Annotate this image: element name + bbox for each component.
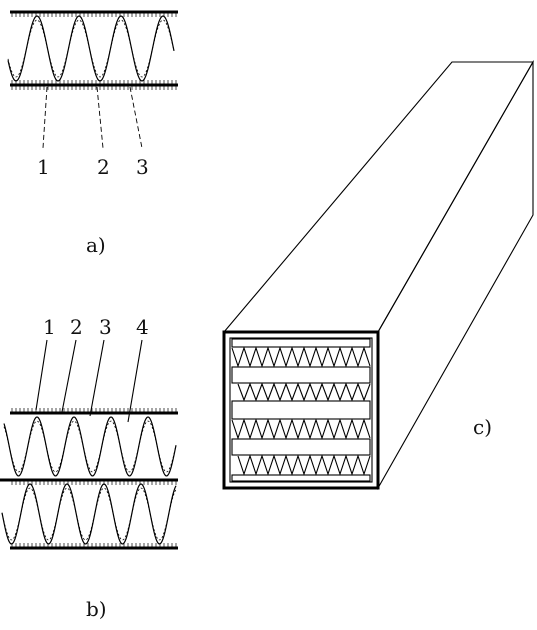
panel-c-layer-stack [231,338,371,482]
callout-leader-b-1 [35,339,48,411]
callout-leader-b-4 [127,339,143,423]
callout-a-2: 2 [97,155,110,179]
callout-leader-a-3 [129,86,143,149]
panel-c-side-face [377,59,534,491]
panel-b-caption: b) [86,597,107,621]
callout-leader-a-2 [96,86,104,149]
callout-leader-a-1 [42,86,48,149]
callout-b-3: 3 [99,315,112,339]
flute-zigzag [237,454,371,476]
flute-zigzag [231,346,371,368]
panel-a-single-wall-cross-section: 1 2 3 a) [7,10,178,257]
panel-c-caption: c) [473,415,492,439]
callout-leader-b-3 [89,339,105,417]
panel-b-upper-corrugated-medium-inner [3,420,177,473]
panel-a-corrugated-medium [7,15,175,82]
panel-b-upper-corrugated-medium [3,416,177,477]
callout-b-4: 4 [136,315,149,339]
panel-a-caption: a) [86,233,106,257]
panel-b-lower-corrugated-medium [1,483,177,545]
callout-b-1: 1 [43,315,56,339]
liner-board [231,474,371,482]
liner-board [231,400,371,420]
panel-c-board-stack-perspective: c) [222,59,534,491]
liner-board [231,338,371,348]
panel-c-front-face-outline [222,330,380,490]
panel-a-liner-hatching [11,12,177,90]
panel-a-corrugated-medium-inner [7,19,175,78]
panel-b-liner-hatching [11,408,177,548]
liner-board [231,438,371,456]
panel-c-front-face-inner-border [229,337,373,483]
callout-b-2: 2 [70,315,83,339]
flute-zigzag [237,382,371,402]
callout-a-3: 3 [136,155,149,179]
panel-b-lower-corrugated-medium-inner [1,487,177,541]
liner-board [231,366,371,384]
callout-leader-b-2 [61,339,77,413]
panel-b-double-wall-cross-section: 1 2 3 4 b) [0,315,178,621]
flute-zigzag [231,418,371,440]
callout-a-1: 1 [37,155,50,179]
panel-c-top-face [222,61,534,333]
